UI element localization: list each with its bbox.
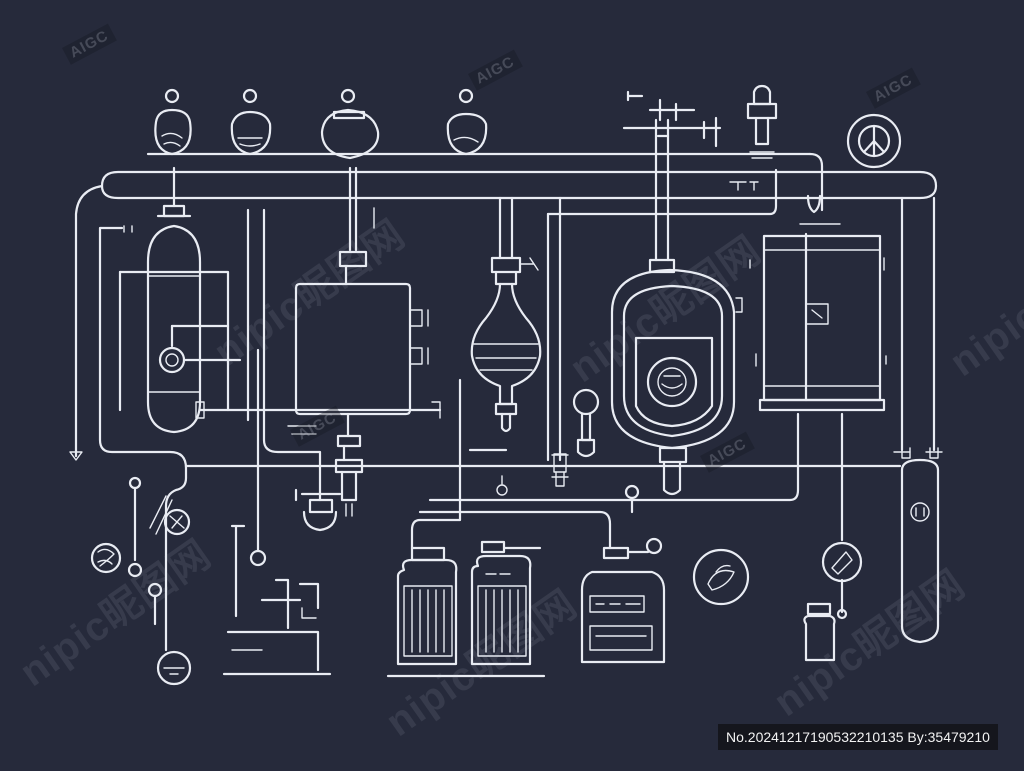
round-gauges-bottom [553,388,863,606]
central-reactor [610,268,743,496]
separator-funnel [470,256,542,496]
right-tall-cylinder [900,447,940,644]
image-credit-label: No.20241217190532210135 By:35479210 [718,724,998,750]
top-valve-assembly [622,84,778,274]
small-milk-bottle [803,602,836,662]
right-box-tank [749,194,887,412]
pipe-fittings [123,225,943,478]
left-bottom-instruments [90,476,332,686]
peace-sign-gauge [846,113,902,169]
square-vessel [287,207,429,517]
reagent-bottle [580,537,666,664]
pipe-network [69,152,938,652]
top-flasks [154,88,488,160]
small-left-valve [294,488,342,532]
storage-jars [386,540,546,678]
